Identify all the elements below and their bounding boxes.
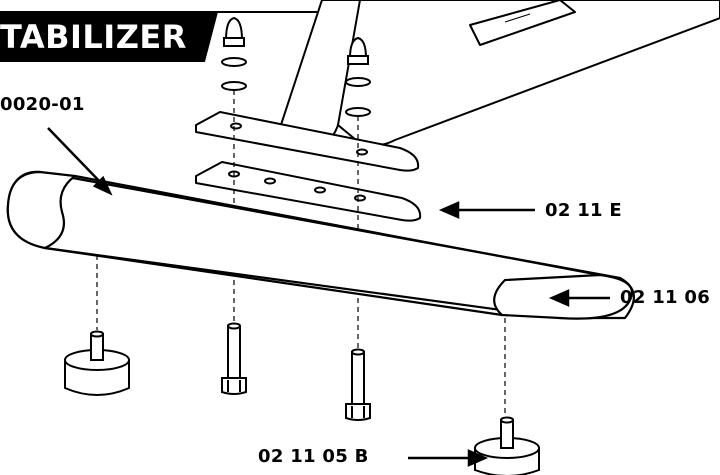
mounting-plate-lower	[195, 161, 422, 222]
assembly-dashes-bottom	[96, 255, 506, 418]
leveling-foot-right	[474, 416, 540, 475]
frame-upright	[275, 0, 720, 150]
title-banner	[0, 12, 218, 62]
bolt-left	[221, 322, 247, 395]
acorn-nut-right	[345, 36, 371, 117]
callout-part-number-stabilizer: 0020-01	[0, 94, 85, 115]
callout-part-number-foot: 02 11 05 B	[258, 446, 369, 467]
section-title: TABILIZER	[0, 18, 187, 56]
callout-part-number-plate: 02 11 E	[545, 200, 623, 221]
assembly-dashes-top	[233, 90, 359, 245]
mounting-plate-upper	[195, 111, 420, 172]
callout-part-number-end-cap: 02 11 06	[620, 287, 711, 308]
acorn-nut-left	[221, 16, 247, 91]
leader-arrows	[47, 127, 610, 467]
bolt-right	[345, 348, 371, 421]
leveling-foot-left	[64, 330, 130, 396]
